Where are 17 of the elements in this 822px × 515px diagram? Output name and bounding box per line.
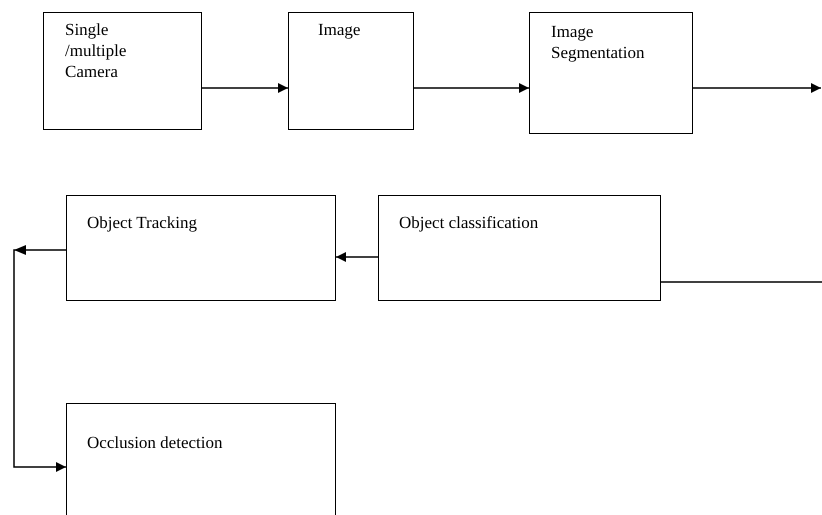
box-label: Object Tracking	[87, 212, 198, 233]
process-box	[288, 12, 414, 130]
arrow	[202, 83, 288, 93]
box-label: Image Segmentation	[551, 21, 646, 63]
arrow	[414, 83, 529, 93]
process-box	[66, 195, 336, 301]
process-box	[378, 195, 661, 301]
box-label: Occlusion detection	[87, 432, 224, 453]
arrow	[693, 83, 821, 93]
process-box	[43, 12, 202, 130]
box-label: Object classification	[399, 212, 540, 233]
box-label: Single /multiple Camera	[65, 19, 128, 82]
box-label: Image	[318, 19, 362, 40]
arrow	[336, 252, 378, 262]
process-box	[66, 403, 336, 515]
process-box	[529, 12, 693, 134]
arrow	[13, 249, 66, 472]
